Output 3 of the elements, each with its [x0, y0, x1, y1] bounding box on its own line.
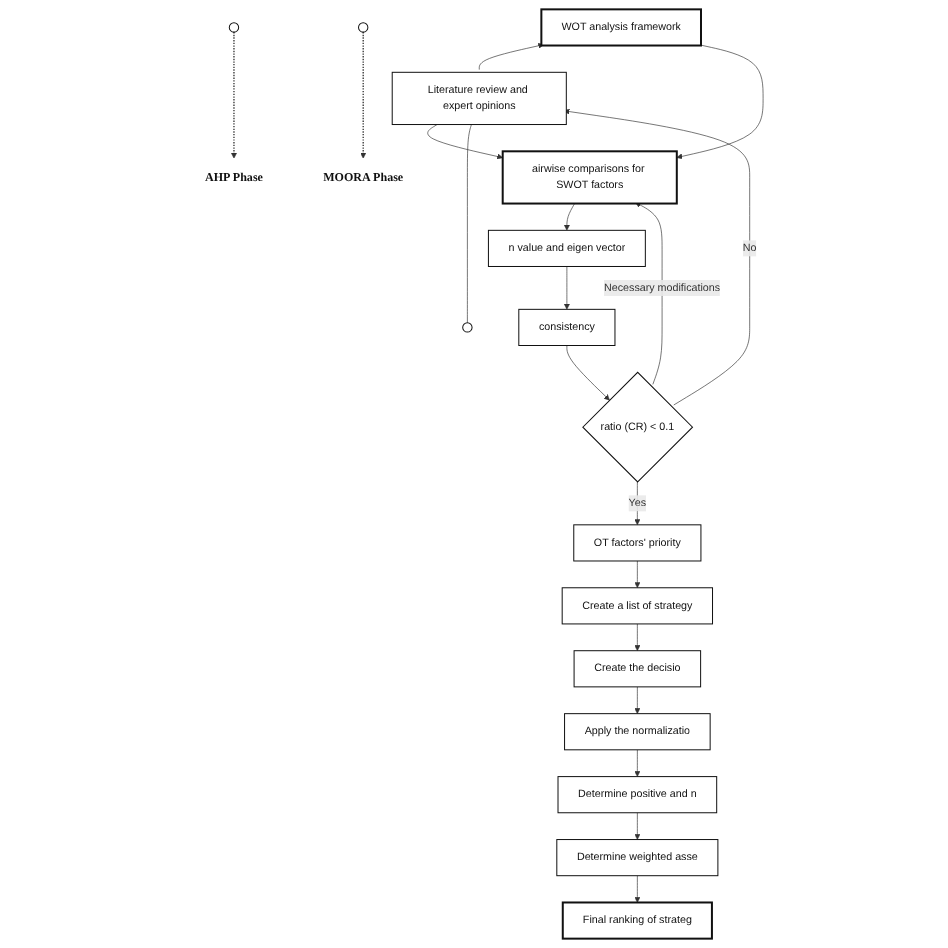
- arrow: [360, 31, 367, 159]
- connector: [467, 124, 472, 324]
- arrow: [231, 31, 237, 159]
